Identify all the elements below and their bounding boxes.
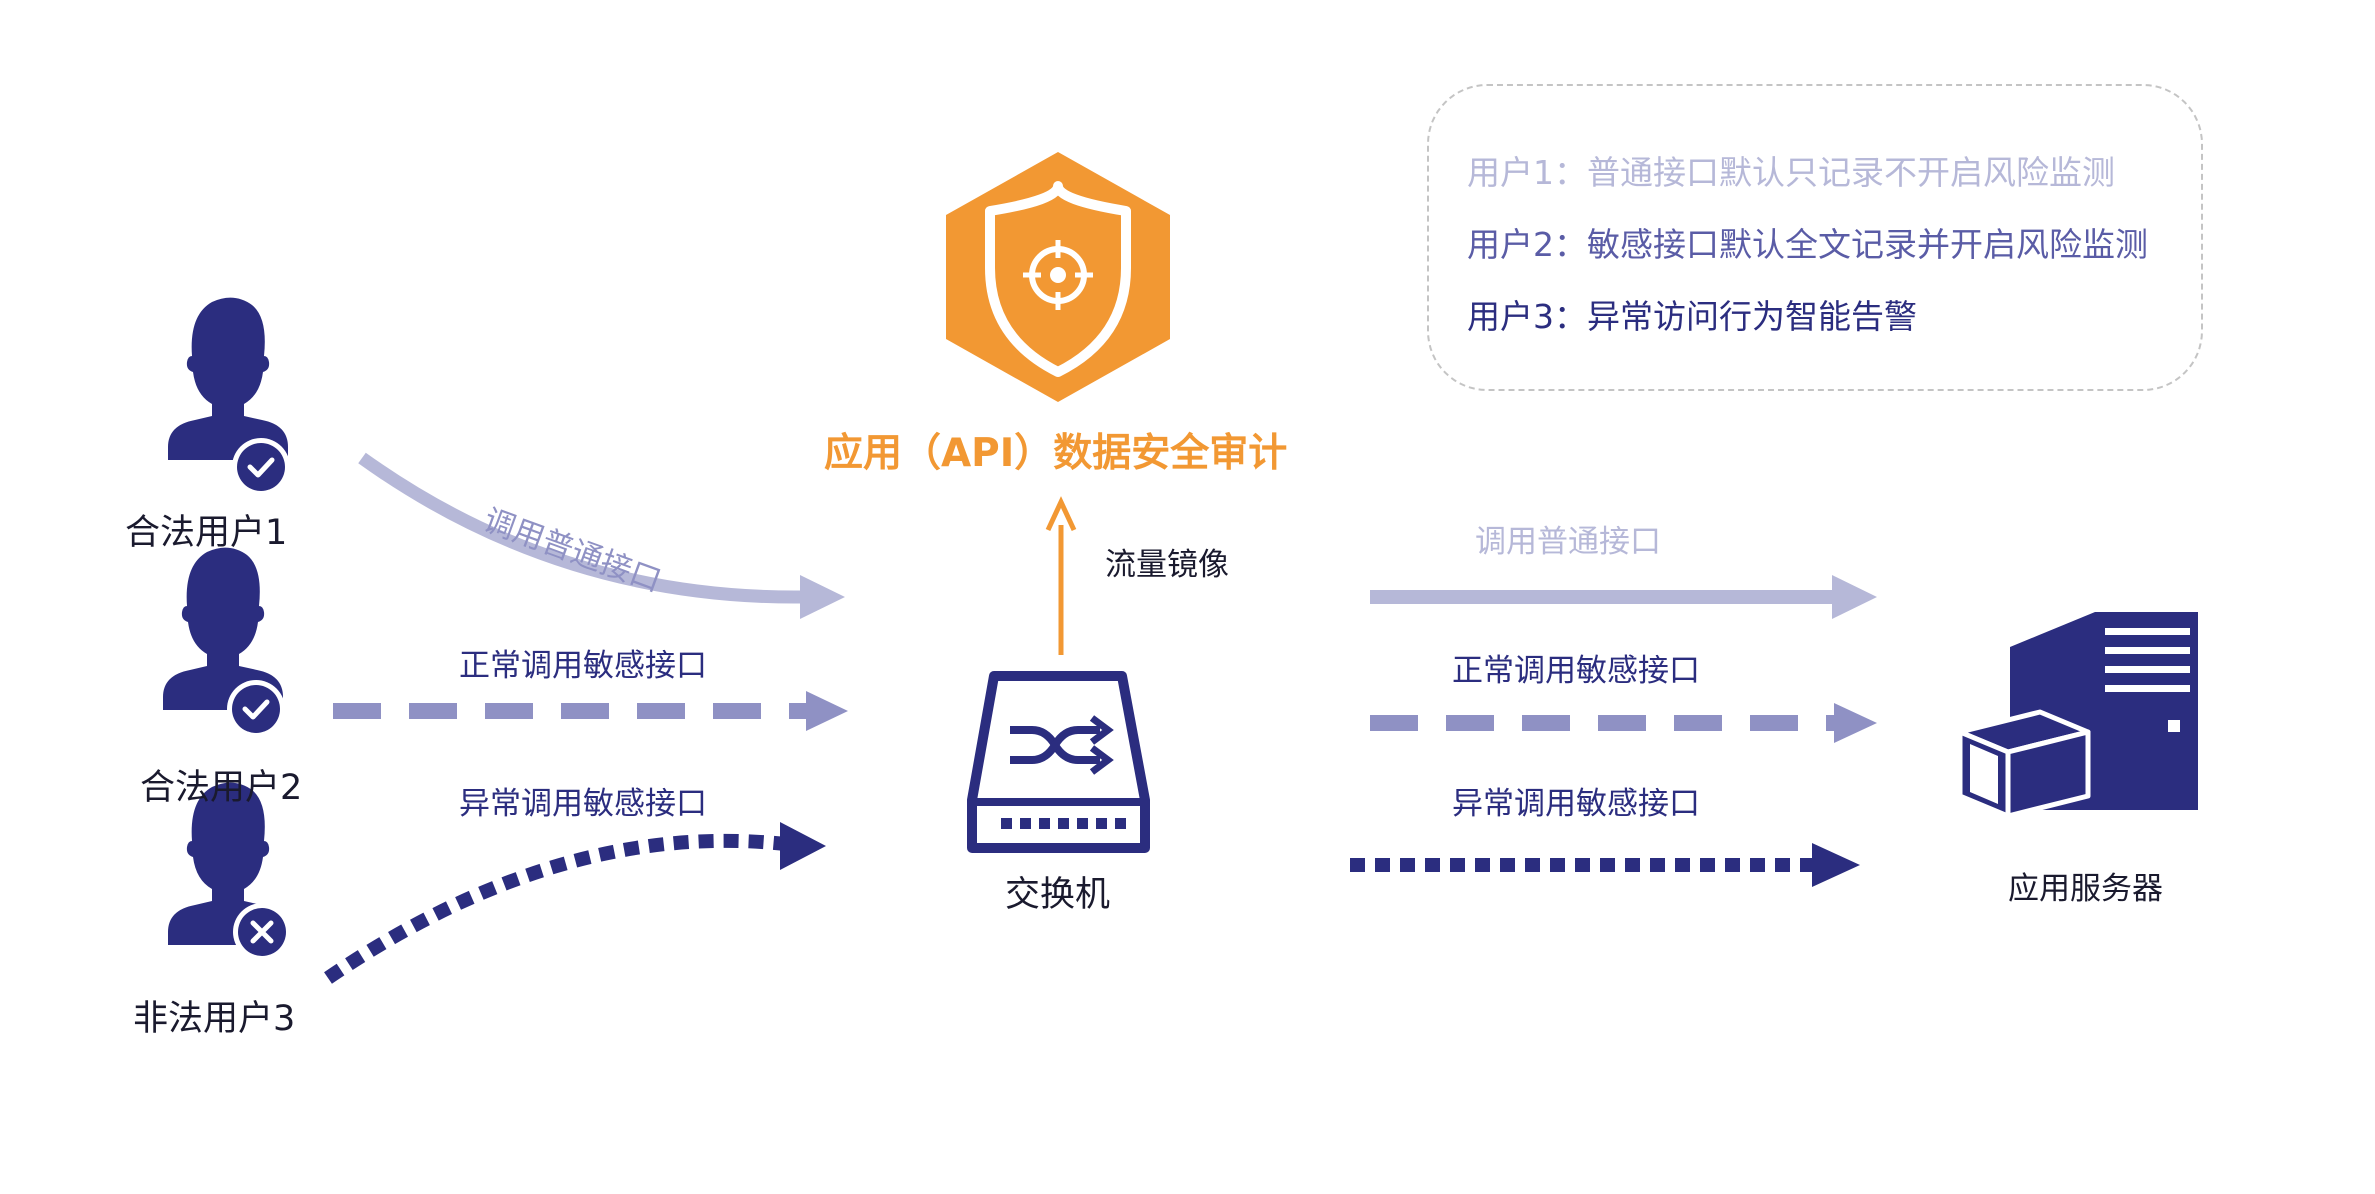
flow-right-normal-label: 调用普通接口 xyxy=(1475,524,1661,560)
flow-right-abnormal xyxy=(1350,843,1860,887)
switch-label: 交换机 xyxy=(1005,875,1111,915)
audit-title: 应用（API）数据安全审计 xyxy=(824,431,1288,476)
check-icon xyxy=(247,457,275,478)
flow-left-abnormal-label: 异常调用敏感接口 xyxy=(459,786,707,822)
server-label: 应用服务器 xyxy=(2008,871,2163,907)
flow-left-sensitive-label: 正常调用敏感接口 xyxy=(459,648,707,684)
legend-item-user3: 用户3：异常访问行为智能告警 xyxy=(1467,297,1917,336)
switch-icon xyxy=(967,671,1150,853)
check-icon xyxy=(242,699,270,720)
user-2-label: 合法用户2 xyxy=(140,768,303,808)
user-1-label: 合法用户1 xyxy=(125,513,288,553)
flow-right-sensitive-label: 正常调用敏感接口 xyxy=(1452,653,1700,689)
server-icon xyxy=(1957,612,2198,819)
legend-item-user1: 用户1：普通接口默认只记录不开启风险监测 xyxy=(1467,153,2115,192)
mirror-arrow xyxy=(1045,496,1077,655)
user-1-icon xyxy=(168,297,290,496)
legend-item-user2: 用户2：敏感接口默认全文记录并开启风险监测 xyxy=(1467,225,2148,264)
mirror-label: 流量镜像 xyxy=(1105,547,1229,583)
cross-icon xyxy=(250,920,274,944)
flow-right-sensitive xyxy=(1370,703,1877,743)
flow-left-abnormal xyxy=(324,822,826,984)
legend-box: 用户1：普通接口默认只记录不开启风险监测 用户2：敏感接口默认全文记录并开启风险… xyxy=(1427,84,2203,391)
shield-target-icon xyxy=(946,152,1170,402)
user-3-label: 非法用户3 xyxy=(133,999,296,1039)
flow-right-abnormal-label: 异常调用敏感接口 xyxy=(1452,786,1700,822)
flow-left-normal xyxy=(358,452,845,619)
flow-right-normal xyxy=(1370,575,1877,619)
flow-left-sensitive xyxy=(333,691,848,731)
user-3-icon xyxy=(168,782,291,961)
user-2-icon xyxy=(163,547,285,738)
